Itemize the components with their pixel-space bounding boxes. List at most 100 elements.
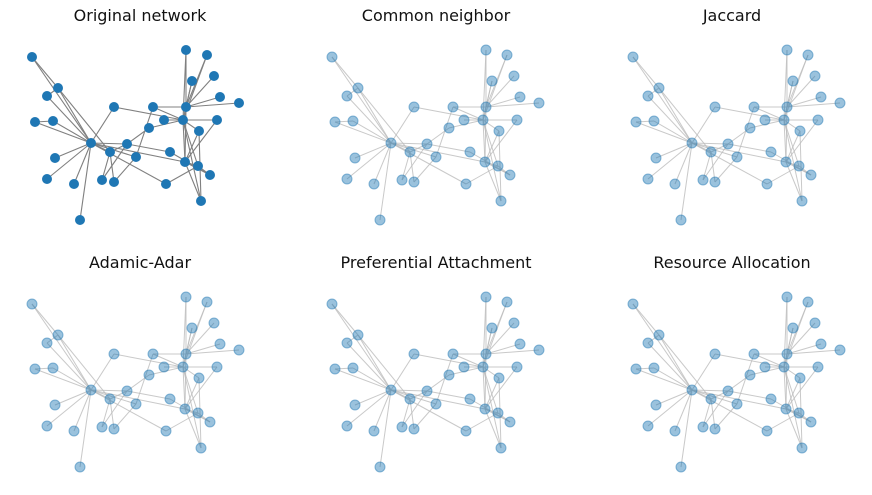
edge xyxy=(485,96,521,108)
edge xyxy=(185,343,221,355)
edge xyxy=(786,96,822,108)
edge xyxy=(635,367,655,370)
node xyxy=(793,160,805,172)
node xyxy=(812,114,824,126)
edge xyxy=(485,343,521,355)
edge xyxy=(658,87,712,153)
node xyxy=(86,138,96,148)
panel-title: Common neighbor xyxy=(361,6,511,25)
node xyxy=(105,147,115,157)
edge xyxy=(409,390,428,400)
edge xyxy=(34,367,54,370)
edge xyxy=(786,322,816,355)
edge xyxy=(413,353,484,368)
node xyxy=(809,70,821,82)
panel-adamic-adar: Adamic-Adar xyxy=(0,247,280,487)
edge xyxy=(390,389,467,432)
node xyxy=(42,91,52,101)
node xyxy=(802,296,814,308)
node xyxy=(180,157,190,167)
edge xyxy=(90,389,128,392)
edge xyxy=(783,366,803,449)
node xyxy=(195,442,207,454)
edge xyxy=(482,119,502,202)
edge xyxy=(31,56,59,89)
node xyxy=(495,195,507,207)
edge xyxy=(390,142,428,145)
node xyxy=(421,138,433,150)
edge xyxy=(182,296,187,368)
panel-title: Original network xyxy=(73,6,207,25)
edge xyxy=(710,143,729,153)
node xyxy=(480,291,492,303)
edge xyxy=(691,106,716,144)
node xyxy=(130,398,142,410)
node xyxy=(27,52,37,62)
edge xyxy=(331,303,392,391)
edge xyxy=(331,303,359,336)
node xyxy=(96,421,108,433)
node xyxy=(180,348,192,360)
edge xyxy=(484,161,502,202)
edge xyxy=(783,301,809,368)
edge xyxy=(182,366,202,449)
node xyxy=(650,399,662,411)
edge xyxy=(632,303,660,336)
node xyxy=(778,114,790,126)
node xyxy=(486,322,498,334)
edge xyxy=(482,327,493,368)
node xyxy=(477,361,489,373)
edge xyxy=(714,106,785,121)
node xyxy=(160,425,172,437)
edge xyxy=(31,303,92,391)
node xyxy=(85,384,97,396)
edge xyxy=(357,334,411,400)
panel-resource-allocation: Resource Allocation xyxy=(592,247,872,487)
edge xyxy=(334,120,354,123)
edge xyxy=(635,120,655,123)
edge xyxy=(786,343,822,355)
node xyxy=(177,361,189,373)
node xyxy=(809,317,821,329)
node xyxy=(501,49,513,61)
edge xyxy=(101,390,128,428)
node xyxy=(352,82,364,94)
node xyxy=(121,385,133,397)
node xyxy=(642,90,654,102)
node xyxy=(208,317,220,329)
node xyxy=(787,75,799,87)
node xyxy=(396,421,408,433)
edge xyxy=(647,142,693,180)
node xyxy=(341,337,353,349)
edge xyxy=(198,377,202,449)
node xyxy=(479,156,491,168)
edge xyxy=(498,130,502,202)
node xyxy=(477,114,489,126)
node xyxy=(653,329,665,341)
node xyxy=(480,44,492,56)
node xyxy=(761,425,773,437)
node xyxy=(648,115,660,127)
node xyxy=(748,348,760,360)
edge xyxy=(653,367,693,391)
edge xyxy=(57,334,92,391)
edge xyxy=(152,106,184,121)
edge xyxy=(799,130,803,202)
edge xyxy=(357,334,392,391)
network-graph xyxy=(627,291,846,473)
edge xyxy=(413,106,484,121)
edge xyxy=(482,301,508,368)
panel-jaccard: Jaccard xyxy=(592,0,872,240)
edge xyxy=(113,403,137,430)
node xyxy=(642,337,654,349)
node xyxy=(193,372,205,384)
edge xyxy=(113,156,137,183)
node xyxy=(650,152,662,164)
node xyxy=(26,298,38,310)
node xyxy=(460,425,472,437)
edge xyxy=(390,353,415,391)
node xyxy=(493,372,505,384)
node xyxy=(122,139,132,149)
edge xyxy=(482,54,508,121)
node xyxy=(109,177,119,187)
